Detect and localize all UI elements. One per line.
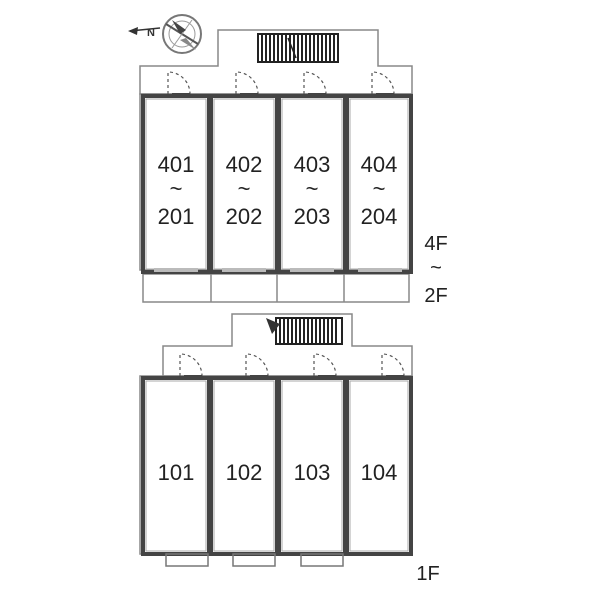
unit-label-bottom: 204	[361, 204, 398, 229]
unit-label-top: 402	[226, 152, 263, 177]
floor-label: 1F	[416, 563, 439, 585]
lower-unit-102: 102	[209, 376, 279, 556]
unit-label-tilde: ~	[306, 176, 319, 201]
upper-staircase-icon	[257, 33, 339, 63]
upper-door-swings	[167, 71, 395, 95]
unit-label: 102	[226, 460, 263, 485]
compass-north-label: N	[147, 27, 155, 39]
unit-label-top: 401	[158, 152, 195, 177]
unit-label-bottom: 203	[294, 204, 331, 229]
unit-label-top: 403	[294, 152, 331, 177]
lower-rear-steps	[165, 553, 344, 567]
unit-label: 104	[361, 460, 398, 485]
unit-label-bottom: 201	[158, 204, 195, 229]
lower-door-swings	[179, 353, 405, 377]
unit-label-tilde: ~	[170, 176, 183, 201]
floor-label-tilde: ~	[430, 257, 442, 279]
floor-label-top: 4F	[424, 233, 447, 255]
lower-block: 101 102 103 104	[139, 313, 440, 585]
unit-label-bottom: 202	[226, 204, 263, 229]
compass-icon: N	[128, 14, 202, 54]
upper-unit-403: 403 ~ 203	[277, 94, 347, 274]
upper-block: 401 ~ 201 402 ~ 202 403 ~ 203 404 ~ 204	[139, 29, 448, 307]
unit-label-tilde: ~	[373, 176, 386, 201]
upper-balcony-strip	[142, 273, 410, 303]
unit-label: 101	[158, 460, 195, 485]
unit-label-tilde: ~	[238, 176, 251, 201]
lower-unit-101: 101	[141, 376, 211, 556]
upper-unit-402: 402 ~ 202	[209, 94, 279, 274]
lower-unit-103: 103	[277, 376, 347, 556]
floor-label-bottom: 2F	[424, 285, 447, 307]
lower-unit-104: 104	[345, 376, 413, 556]
unit-label: 103	[294, 460, 331, 485]
unit-label-top: 404	[361, 152, 398, 177]
upper-unit-404: 404 ~ 204	[345, 94, 413, 274]
lower-staircase-icon	[266, 317, 343, 345]
upper-unit-401: 401 ~ 201	[141, 94, 211, 274]
